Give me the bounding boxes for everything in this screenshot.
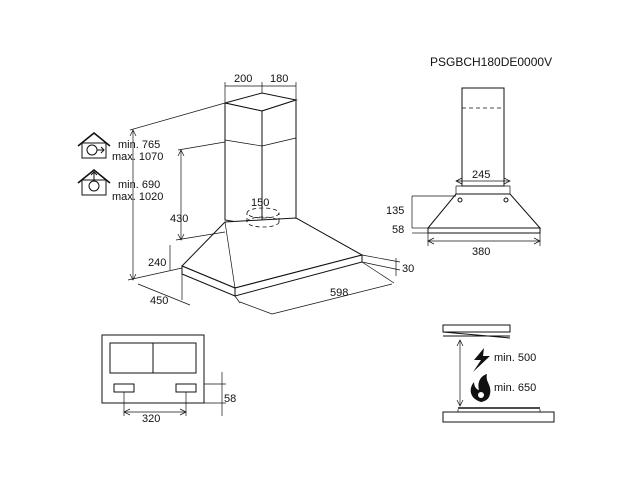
dim-filter-spacing: 320 [142,413,160,425]
clearance-gas: min. 650 [494,382,536,394]
electric-hob-icon [473,348,490,372]
front-canopy [426,193,542,229]
width-dimension: 598 [234,261,395,315]
dim-canopy-height: 240 [148,257,166,269]
dim-front-lower-height: 58 [392,224,404,236]
filter-left [113,383,135,393]
front-view-dimensions: 245 135 58 380 [386,169,541,258]
clearance-hob [442,411,555,423]
recirculation-icon [77,168,111,196]
dim-depth: 450 [150,295,168,307]
canopy-height-dimension: 240 [148,245,171,270]
gas-hob-icon [470,374,491,402]
bottom-view-dimensions: 320 58 [123,372,236,425]
dim-filter-offset: 58 [224,393,236,405]
filter-right [175,383,197,393]
clearance-view [442,324,555,423]
overall-height-dimension [127,102,226,281]
outdoor-exhaust-icon [77,131,111,159]
chimney-height-dimension: 430 [170,141,226,241]
dim-chimney-width: 200 [234,73,252,85]
model-code: PSGBCH180DE0000V [430,55,552,69]
rim-dimension: 30 [361,254,414,276]
height-min-recirculation: min. 690 [118,179,160,191]
hood-front-view [426,87,542,234]
clearance-hood [442,324,511,333]
height-min-exhaust: min. 765 [118,139,160,151]
chimney-top-dimensions: 200 180 [224,73,297,103]
dim-front-top-width: 245 [472,169,490,181]
dim-front-upper-height: 135 [386,205,404,217]
clearance-dimension [456,339,464,407]
hood-bottom-view [101,334,205,404]
height-max-recirculation: max. 1020 [112,191,163,203]
dim-width: 598 [330,287,348,299]
dim-chimney-depth: 180 [270,73,288,85]
clearance-electric: min. 500 [494,352,536,364]
height-max-exhaust: max. 1070 [112,151,163,163]
dim-front-bottom-width: 380 [472,246,490,258]
hood-3d-view [181,92,364,297]
dim-duct-diameter: 150 [251,197,269,209]
dim-chimney-height: 430 [170,213,188,225]
depth-dimension: 450 [137,274,191,307]
dim-rim: 30 [402,263,414,275]
